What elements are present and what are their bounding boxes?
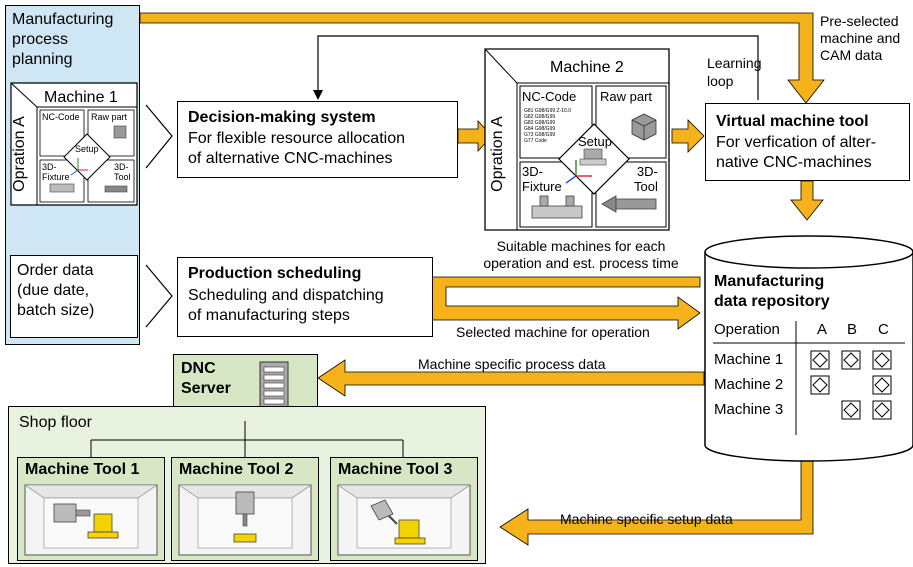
machine2-card: Machine 2 Opration A NC-Code Raw part Se… [484, 48, 670, 231]
machine1-setup: Setup [75, 144, 99, 154]
decision-subtitle: For flexible resource allocation of alte… [188, 130, 405, 167]
setup-diamond-icon [872, 375, 892, 395]
machine-tool-2-illustration [178, 484, 312, 556]
table-header-c: C [878, 321, 889, 338]
machine2-tool: 3D- Tool [634, 164, 658, 194]
label-learning-loop: Learning loop [707, 55, 762, 89]
arrow-virtual-repository [790, 180, 824, 221]
machine-tool-3: Machine Tool 3 [330, 457, 478, 561]
machine1-tool: 3D- Tool [114, 162, 131, 182]
repository-cylinder [704, 235, 913, 462]
label-process-data: Machine specific process data [418, 356, 606, 372]
machine2-nc-code: NC-Code [522, 89, 577, 104]
planning-title: Manufacturing process planning [12, 11, 114, 68]
chevron-decision [145, 104, 173, 169]
table-row-label: Machine 2 [714, 376, 784, 393]
setup-diamond-icon [841, 400, 861, 420]
machine1-raw-part: Raw part [91, 112, 128, 122]
machine-tool-3-illustration [337, 484, 471, 556]
machine1-card-graphic [10, 82, 138, 206]
arrow-setup-data [499, 454, 814, 546]
machine-tool-3-label: Machine Tool 3 [338, 461, 453, 478]
scheduling-title: Production scheduling [188, 265, 362, 282]
virtual-subtitle: For verfication of alter- native CNC-mac… [716, 134, 877, 171]
machine-tool-1: Machine Tool 1 [17, 457, 165, 561]
arrow-learning-loop [317, 35, 759, 100]
virtual-machine-tool-box: Virtual machine tool For verfication of … [705, 103, 910, 181]
table-header-b: B [847, 321, 858, 338]
machine-tool-2: Machine Tool 2 [171, 457, 319, 561]
label-selected-machine: Selected machine for operation [456, 324, 650, 340]
machine2-card-graphic [484, 48, 670, 231]
order-data-box: Order data (due date, batch size) [10, 255, 138, 338]
label-suitable-machines: Suitable machines for each operation and… [483, 238, 679, 271]
repository-title: Manufacturing data repository [714, 273, 830, 310]
setup-diamond-icon [810, 350, 830, 370]
setup-diamond-icon [872, 400, 892, 420]
machine2-setup: Setup [578, 134, 612, 149]
table-header-a: A [817, 321, 828, 338]
virtual-title: Virtual machine tool [716, 113, 869, 130]
chevron-scheduling [145, 264, 173, 328]
table-header-operation: Operation [714, 321, 780, 338]
arrow-preselected [139, 12, 825, 104]
arrow-machine2-virtual [671, 119, 705, 153]
setup-diamond-icon [872, 350, 892, 370]
table-row-label: Machine 1 [714, 351, 784, 368]
machine1-nc-code: NC-Code [42, 112, 80, 122]
machine2-code-lines: G81 G98/G99 Z-10.0 G82 G98/G99 G83 G98/G… [524, 108, 571, 144]
scheduling-subtitle: Scheduling and dispatching of manufactur… [188, 287, 384, 324]
machine-tool-1-label: Machine Tool 1 [25, 461, 140, 478]
machine-tool-1-illustration [24, 484, 158, 556]
label-setup-data: Machine specific setup data [560, 511, 733, 527]
setup-diamond-icon [810, 375, 830, 395]
decision-title: Decision-making system [188, 109, 376, 126]
label-preselected: Pre-selected machine and CAM data [820, 13, 901, 63]
arrow-process-data [317, 359, 705, 397]
setup-diamond-icon [841, 350, 861, 370]
table-row-label: Machine 3 [714, 401, 784, 418]
scheduling-box: Production scheduling Scheduling and dis… [177, 257, 433, 337]
machine1-title: Machine 1 [44, 89, 118, 106]
shop-floor-title: Shop floor [19, 414, 92, 431]
machine1-fixture: 3D- Fixture [42, 162, 70, 182]
machine1-card: Machine 1 Opration A NC-Code Raw part Se… [10, 82, 138, 206]
decision-making-box: Decision-making system For flexible reso… [177, 101, 458, 178]
machine2-raw-part: Raw part [600, 89, 653, 104]
machine2-fixture: 3D- Fixture [522, 164, 562, 194]
machine-tool-2-label: Machine Tool 2 [179, 461, 294, 478]
machine2-title: Machine 2 [550, 59, 624, 76]
